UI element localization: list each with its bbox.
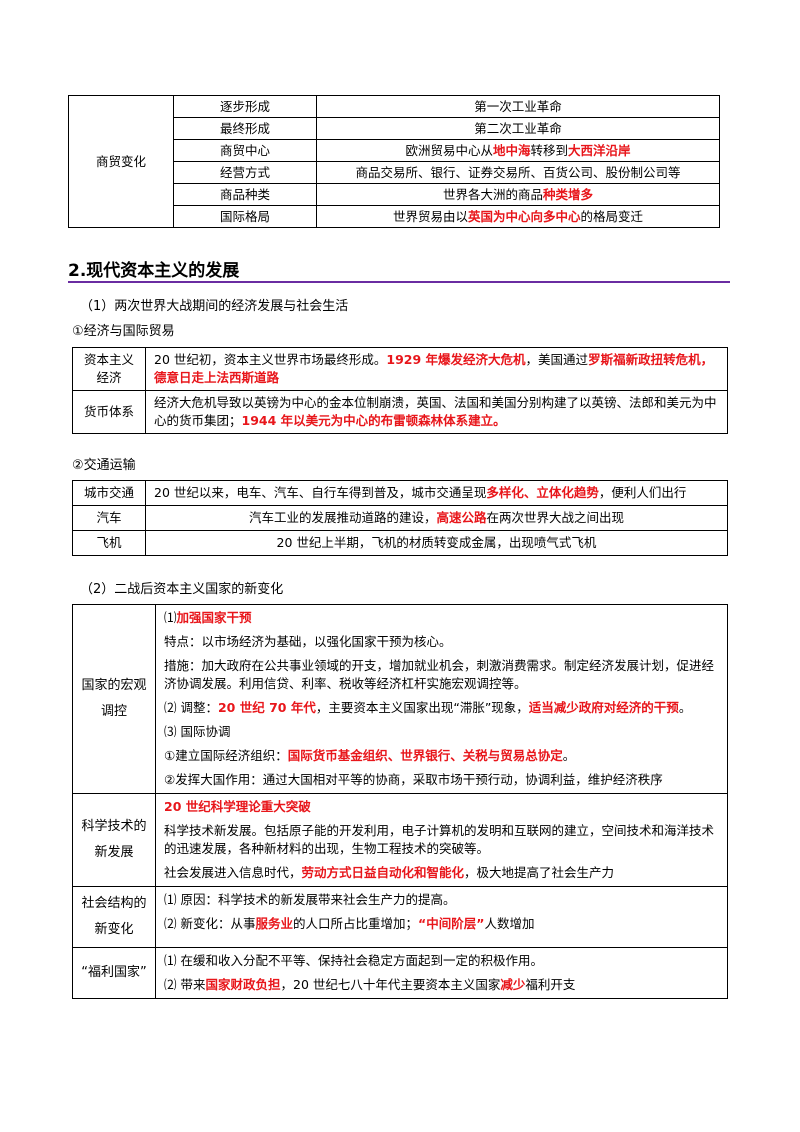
economy-table: 资本主义经济 20 世纪初，资本主义世界市场最终形成。1929 年爆发经济大危机… bbox=[72, 347, 728, 434]
row-label: 社会结构的新变化 bbox=[72, 886, 156, 948]
row-content: ⑴ 在缓和收入分配不平等、保持社会稳定方面起到一定的积极作用。 ⑵ 带来国家财政… bbox=[155, 947, 728, 999]
trade-content: 第二次工业革命 bbox=[316, 117, 720, 140]
trade-content: 世界贸易由以英国为中心向多中心的格局变迁 bbox=[316, 205, 720, 228]
trade-item: 经营方式 bbox=[173, 161, 317, 184]
row-label: 货币体系 bbox=[72, 390, 146, 434]
trade-content: 商品交易所、银行、证券交易所、百货公司、股份制公司等 bbox=[316, 161, 720, 184]
row-content: 20 世纪科学理论重大突破 科学技术新发展。包括原子能的开发利用，电子计算机的发… bbox=[155, 793, 728, 887]
transport-table: 城市交通 20 世纪以来，电车、汽车、自行车得到普及，城市交通呈现多样化、立体化… bbox=[72, 480, 728, 556]
trade-item: 最终形成 bbox=[173, 117, 317, 140]
row-content: 20 世纪初，资本主义世界市场最终形成。1929 年爆发经济大危机，美国通过罗斯… bbox=[145, 347, 728, 391]
trade-table: 商贸变化 逐步形成 第一次工业革命 最终形成 第二次工业革命 商贸中心 欧洲贸易… bbox=[68, 95, 720, 228]
row-label: 飞机 bbox=[72, 530, 146, 556]
trade-item: 商品种类 bbox=[173, 183, 317, 206]
section-title: 2.现代资本主义的发展 bbox=[68, 261, 240, 281]
subheading-1a: ①经济与国际贸易 bbox=[72, 324, 175, 339]
trade-category-cell: 商贸变化 bbox=[68, 95, 174, 228]
postwar-table: 国家的宏观调控 ⑴加强国家干预 特点：以市场经济为基础，以强化国家干预为核心。 … bbox=[72, 604, 728, 999]
row-content: ⑴加强国家干预 特点：以市场经济为基础，以强化国家干预为核心。 措施：加大政府在… bbox=[155, 604, 728, 794]
subheading-1: （1）两次世界大战期间的经济发展与社会生活 bbox=[80, 299, 349, 314]
trade-item: 国际格局 bbox=[173, 205, 317, 228]
row-content: 20 世纪以来，电车、汽车、自行车得到普及，城市交通呈现多样化、立体化趋势，便利… bbox=[145, 480, 728, 506]
trade-item: 逐步形成 bbox=[173, 95, 317, 118]
trade-item: 商贸中心 bbox=[173, 139, 317, 162]
trade-content: 世界各大洲的商品种类增多 bbox=[316, 183, 720, 206]
row-content: 20 世纪上半期，飞机的材质转变成金属，出现喷气式飞机 bbox=[145, 530, 728, 556]
row-content: 汽车工业的发展推动道路的建设，高速公路在两次世界大战之间出现 bbox=[145, 505, 728, 531]
row-label: 国家的宏观调控 bbox=[72, 604, 156, 794]
row-label: 城市交通 bbox=[72, 480, 146, 506]
row-label: 汽车 bbox=[72, 505, 146, 531]
row-content: ⑴ 原因：科学技术的新发展带来社会生产力的提高。 ⑵ 新变化：从事服务业的人口所… bbox=[155, 886, 728, 948]
trade-content: 第一次工业革命 bbox=[316, 95, 720, 118]
row-label: “福利国家” bbox=[72, 947, 156, 999]
subheading-1b: ②交通运输 bbox=[72, 458, 136, 473]
row-content: 经济大危机导致以英镑为中心的金本位制崩溃，英国、法国和美国分别构建了以英镑、法郎… bbox=[145, 390, 728, 434]
section-title-underline bbox=[68, 281, 730, 283]
row-label: 资本主义经济 bbox=[72, 347, 146, 391]
subheading-2: （2）二战后资本主义国家的新变化 bbox=[80, 582, 284, 597]
trade-content: 欧洲贸易中心从地中海转移到大西洋沿岸 bbox=[316, 139, 720, 162]
row-label: 科学技术的新发展 bbox=[72, 793, 156, 887]
